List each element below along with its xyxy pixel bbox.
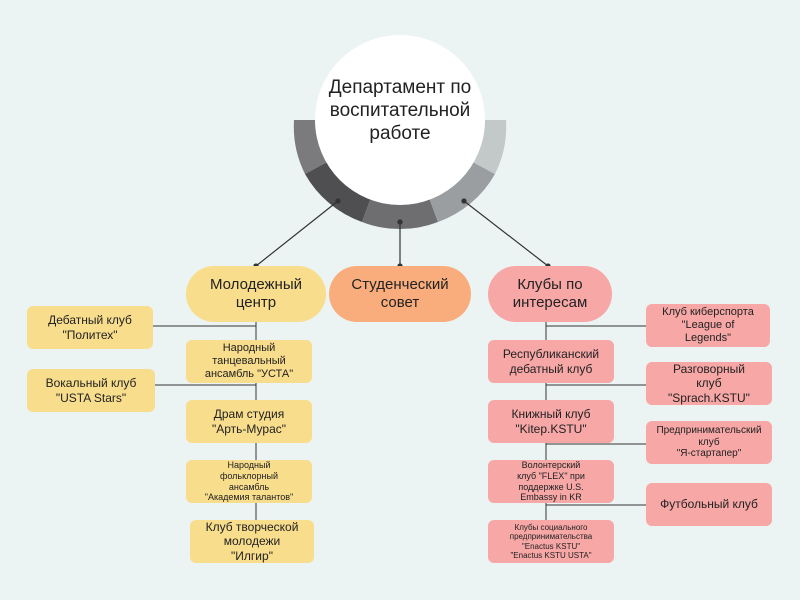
node-social-enterprise-clubs: Клубы социального предпринимательства "E… [488,520,614,563]
node-entrepreneur-club: Предпринимательский клуб "Я-стартапер" [646,421,772,464]
hub-ring [293,120,507,230]
node-creative-youth-club: Клуб творческой молодежи "Илгир" [190,520,314,563]
node-republic-debate-club: Республиканский дебатный клуб [488,340,614,383]
branch-youth-center: Молодежный центр [186,266,326,322]
node-esports-club: Клуб киберспорта "League of Legends" [646,304,770,347]
ring-segment-2 [305,160,372,222]
hub-title: Департамент по воспитательной работе [328,77,472,145]
ring-segment-4 [428,160,495,222]
node-speaking-club: Разговорный клуб "Sprach.KSTU" [646,362,772,405]
connector-clubs [461,198,551,269]
node-book-club: Книжный клуб "Kitep.KSTU" [488,400,614,443]
hub-connectors [253,198,551,269]
node-dance-ensemble: Народный танцевальный ансамбль "УСТА" [186,340,312,383]
branch-student-council: Студенческий совет [329,266,471,322]
node-vocal-club: Вокальный клуб "USTA Stars" [27,369,155,412]
hub-circle [315,35,485,205]
node-debate-club-politeh: Дебатный клуб "Политех" [27,306,153,349]
ring-segment-3 [362,195,438,230]
node-folk-ensemble: Народный фольклорный ансамбль "Академия … [186,460,312,503]
node-football-club: Футбольный клуб [646,483,772,526]
node-volunteer-club: Волонтерский клуб "FLEX" при поддержке U… [488,460,614,503]
branch-interest-clubs: Клубы по интересам [488,266,612,322]
node-drama-studio: Драм студия "Арть-Мурас" [186,400,312,443]
connector-youth [253,198,341,269]
